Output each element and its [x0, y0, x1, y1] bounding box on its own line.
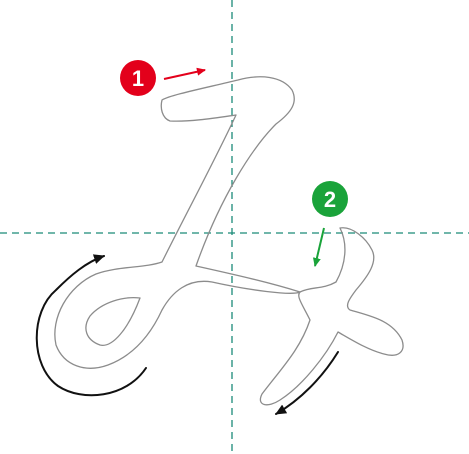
stroke-order-badge-icon — [312, 181, 348, 217]
direction-arrows — [35, 254, 339, 415]
stroke-order-badge-icon — [120, 60, 156, 96]
stroke-one-arrow-icon — [163, 67, 206, 80]
stroke-one-inner-loop — [85, 296, 141, 346]
loop-direction-arrow-icon — [35, 254, 147, 397]
stroke-two-number: 2 — [324, 187, 336, 212]
glyph-outline — [54, 76, 404, 406]
stroke-one-outline — [54, 76, 301, 369]
tail-direction-arrow-icon — [275, 351, 339, 415]
stroke-one-marker: 1 — [120, 60, 206, 96]
stroke-two-arrow-icon — [312, 227, 325, 267]
stroke-two-outline — [259, 227, 404, 406]
stroke-two-marker: 2 — [312, 181, 348, 267]
stroke-one-number: 1 — [132, 66, 144, 91]
